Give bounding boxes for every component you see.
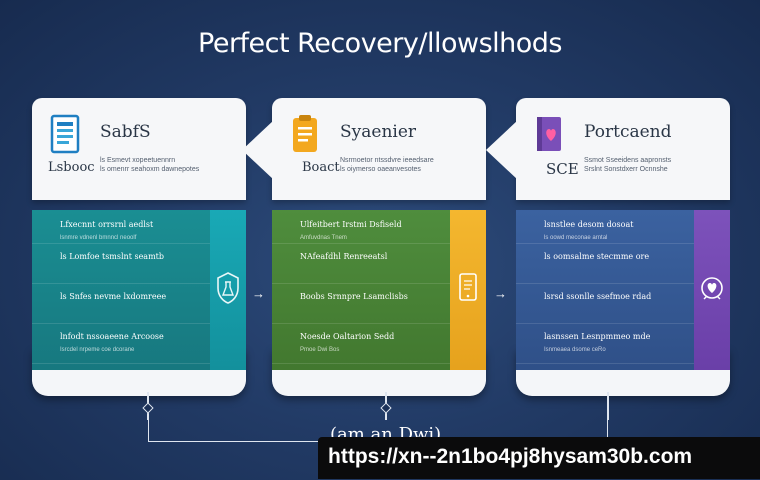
card-row: Boobs Srnnpre Lsamclisbs <box>272 284 450 324</box>
card-description: ls Esmevt xopeetuennrn ls omenrr seahoxm… <box>100 157 200 173</box>
card-row: NAfeafdhl Renreeatsl <box>272 244 450 284</box>
card-notch <box>242 120 274 180</box>
card-title: Portcaend <box>584 122 672 142</box>
flow-arrow: → <box>252 286 265 301</box>
card-header: SabfS Lsbooc ls Esmevt xopeetuennrn ls o… <box>32 98 246 200</box>
shield-flask-icon <box>217 272 239 304</box>
card-side-strip <box>450 210 486 370</box>
card-row: ls Lomfoe tsmslnt seamtb <box>32 244 210 284</box>
card-subtitle: Boact <box>302 160 340 175</box>
card-description: Nsrmoetor ntssdvre ieeedsare ls oiymerso… <box>340 157 434 173</box>
card-row: ls Snfes nevme lxdomreee <box>32 284 210 324</box>
card-subtitle: Lsbooc <box>48 160 95 175</box>
card-header: Syaenier Boact Nsrmoetor ntssdvre ieeeds… <box>242 98 486 200</box>
card-side-strip <box>694 210 730 370</box>
card-description: Ssmot Sseeidens aapronsts Srslnt Sonstdx… <box>584 157 672 173</box>
card-row: lsrsd ssonlle ssefmoe rdad <box>516 284 694 324</box>
tablet-icon <box>459 273 477 301</box>
clipboard-icon <box>293 115 317 152</box>
url-watermark: https://xn--2n1bo4pj8hysam30b.com <box>318 437 760 479</box>
connector-node <box>380 402 392 414</box>
card-row: ls oomsalme stecmme ore <box>516 244 694 284</box>
connector-node <box>142 402 154 414</box>
card-subtitle: SCE <box>546 160 579 178</box>
heart-badge-icon <box>701 277 723 300</box>
book-heart-icon <box>537 117 561 151</box>
card-side-strip <box>210 210 246 370</box>
card-title: SabfS <box>100 122 151 142</box>
card-notch <box>486 120 518 180</box>
card-title: Syaenier <box>340 122 417 142</box>
connector-stub <box>607 392 609 420</box>
card-header: Portcaend SCE Ssmot Sseeidens aapronsts … <box>486 98 730 200</box>
page-title: Perfect Recovery/llowslhods <box>198 28 562 59</box>
flow-arrow: → <box>494 286 507 301</box>
document-icon <box>50 114 80 154</box>
